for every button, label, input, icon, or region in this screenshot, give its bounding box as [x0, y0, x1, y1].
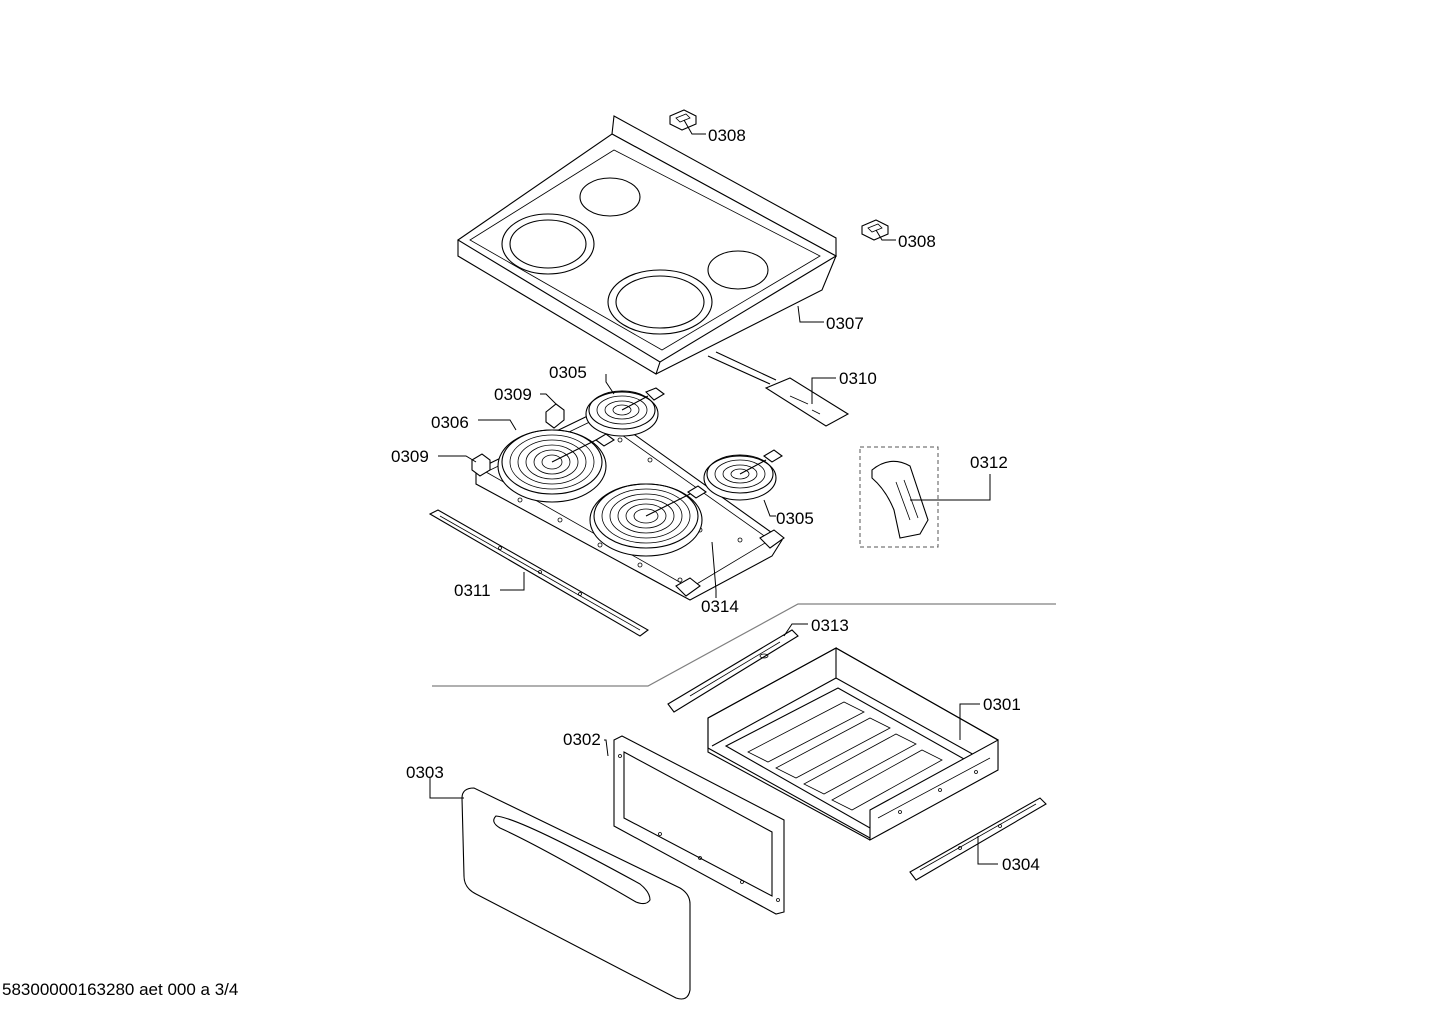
label-0308-top: 0308: [708, 126, 746, 145]
label-0310: 0310: [839, 369, 877, 388]
label-0314: 0314: [701, 597, 739, 616]
clip-0308-top: [669, 109, 697, 131]
label-0301: 0301: [983, 695, 1021, 714]
label-0305-right: 0305: [776, 509, 814, 528]
large-burner-element-0314: [589, 483, 707, 557]
leader-lines: [429, 119, 998, 865]
detail-box-0312: [859, 446, 939, 548]
label-0306: 0306: [431, 413, 469, 432]
label-0305-back: 0305: [549, 363, 587, 382]
label-0302: 0302: [563, 730, 601, 749]
wiring-harness-bracket: [707, 351, 850, 427]
front-trim-rail: [428, 509, 649, 637]
label-0309-left: 0309: [391, 447, 429, 466]
drawer-front-panel: [461, 787, 691, 1000]
label-0303: 0303: [406, 763, 444, 782]
small-burner-element-0305-back: [585, 387, 665, 437]
rear-drawer-rail: [667, 629, 799, 713]
drawing-reference-footer: 58300000163280 aet 000 a 3/4: [2, 980, 239, 999]
label-0312: 0312: [970, 453, 1008, 472]
drawer-inner-frame: [613, 735, 785, 915]
storage-drawer-box: [707, 647, 999, 841]
label-0304: 0304: [1002, 855, 1040, 874]
label-0309-top: 0309: [494, 385, 532, 404]
label-0307: 0307: [826, 314, 864, 333]
label-0311: 0311: [454, 581, 491, 600]
cooktop-glass: [456, 115, 838, 375]
label-0308-right: 0308: [898, 232, 936, 251]
small-burner-element-0305-right: [703, 449, 783, 501]
clip-0308-right: [861, 219, 889, 241]
large-burner-element-0306: [497, 429, 615, 503]
label-0313: 0313: [811, 616, 849, 635]
section-divider: [432, 603, 1056, 687]
